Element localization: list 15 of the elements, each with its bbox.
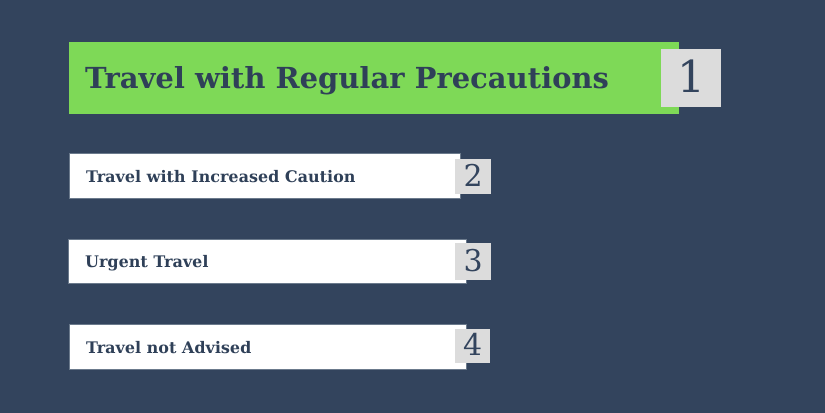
highlighted-level-bar bbox=[69, 42, 679, 114]
level-label: Travel with Regular Precautions bbox=[85, 61, 609, 95]
step-number: 2 bbox=[463, 162, 483, 192]
level-label: Urgent Travel bbox=[85, 252, 208, 271]
level-label: Travel with Increased Caution bbox=[86, 166, 356, 186]
number-tile bbox=[661, 49, 721, 107]
number-tile bbox=[455, 329, 490, 363]
number-tile bbox=[455, 243, 491, 280]
level-bar bbox=[68, 239, 467, 284]
step-number: 1 bbox=[677, 56, 705, 100]
level-bar bbox=[69, 153, 461, 199]
number-tile bbox=[455, 159, 491, 194]
step-number: 3 bbox=[463, 246, 483, 276]
step-number: 4 bbox=[462, 331, 482, 361]
level-label: Travel not Advised bbox=[86, 338, 252, 356]
